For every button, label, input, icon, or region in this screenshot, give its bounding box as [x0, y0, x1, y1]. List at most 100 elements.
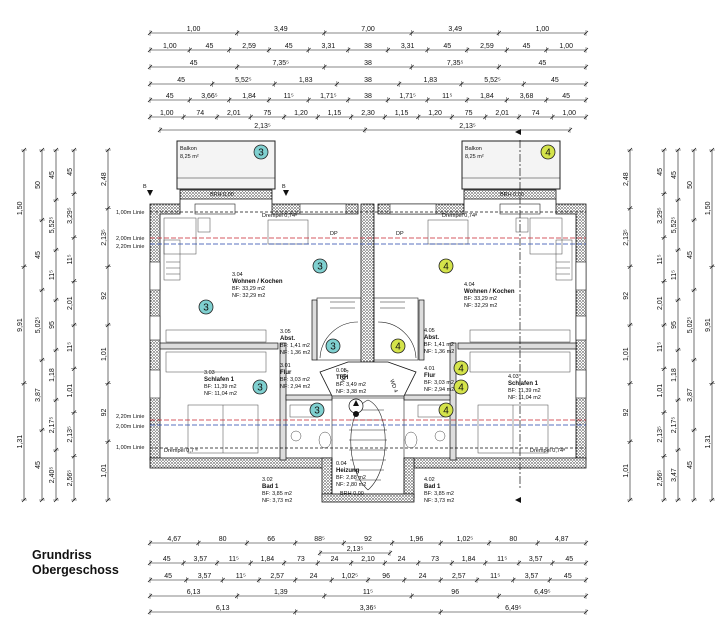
dim-right-3-0: 50: [687, 181, 694, 189]
room-id: 4.05: [424, 328, 435, 334]
dim-right-0-5: 1,01: [623, 464, 630, 478]
section-b-left: B: [143, 184, 147, 190]
room-name: Wohnen / Kochen: [464, 289, 515, 295]
dim-left-3-3: 2,01: [67, 296, 74, 310]
balcony-left-area: 8,25 m²: [180, 154, 199, 160]
dim-left-2-0: 45: [49, 171, 56, 179]
dim-top-6-1: 2,13⁵: [459, 123, 476, 130]
dim-top-1-3: 45: [285, 43, 293, 50]
svg-text:3: 3: [330, 342, 336, 353]
room-bf: BF: 11,39 m2: [204, 384, 237, 390]
dim-left-4-4: 92: [101, 409, 108, 417]
dim-left-4-5: 1,01: [101, 464, 108, 478]
dim-bottom-3-6: 96: [382, 573, 390, 580]
room-nf: NF: 3,38 m2: [336, 389, 366, 395]
dim-top-0-1: 3,49: [274, 26, 288, 33]
room-bf: BF: 3,85 m2: [424, 491, 454, 497]
dim-top-3-3: 38: [364, 77, 372, 84]
dim-right-4-0: 1,50: [705, 201, 712, 215]
dim-top-2-2: 38: [364, 60, 372, 67]
party-wall: [360, 203, 375, 365]
unit-3-badge-0: 3: [253, 144, 269, 160]
dim-left-4-3: 1,01: [101, 347, 108, 361]
dim-right-4-1: 9,91: [705, 318, 712, 332]
balcony-right-area: 8,25 m²: [465, 154, 484, 160]
dim-bottom-0-5: 1,96: [410, 536, 424, 543]
room-bf: BF: 33,29 m2: [464, 296, 497, 302]
dim-top-1-2: 2,59: [242, 43, 256, 50]
dim-left-2-2: 11⁵: [49, 270, 56, 280]
dim-top-1-5: 38: [364, 43, 372, 50]
drempel-top-right: Drempel 0,74ª: [442, 212, 478, 219]
dim-left-1-1: 45: [35, 251, 42, 259]
dp-right: DP: [396, 231, 404, 237]
dim-left-3-4: 11⁵: [67, 342, 74, 352]
svg-text:3: 3: [257, 383, 263, 394]
unit-3-badge-5: 3: [309, 402, 325, 418]
dim-right-3-1: 45: [687, 251, 694, 259]
dim-top-5-2: 2,01: [227, 110, 241, 117]
room-id: 4.02: [424, 477, 435, 483]
dim-top-0-3: 3,49: [448, 26, 462, 33]
brh-bottom: BRH 0,00: [340, 491, 364, 497]
room-id: 3.01: [280, 363, 291, 369]
room-nf: NF: 3,73 m2: [424, 498, 454, 504]
dim-right-2-3: 95: [671, 321, 678, 329]
building-plan: [147, 129, 587, 503]
dim-left-1-2: 5,02⁵: [35, 317, 42, 334]
dim-top-4-4: 1,71⁵: [320, 93, 337, 100]
dim-bottom-4-3: 96: [451, 589, 459, 596]
dim-bottom-2-0: 45: [163, 556, 171, 563]
dim-top-5-10: 2,01: [495, 110, 509, 117]
room-id: 3.02: [262, 477, 273, 483]
dim-bottom-2-8: 73: [431, 556, 439, 563]
line-100-left: 1,00m Linie: [116, 210, 144, 216]
dim-top-4-10: 45: [562, 93, 570, 100]
dim-left-3-5: 1,01: [67, 384, 74, 398]
room-nf: NF: 2,80 m2: [336, 482, 366, 488]
dim-left-2-1: 5,52⁵: [49, 217, 56, 234]
dim-bottom-2-3: 1,84: [261, 556, 275, 563]
dim-top-0-4: 1,00: [536, 26, 550, 33]
dim-bottom-5-2: 6,49⁵: [505, 605, 522, 612]
dim-bottom-4-4: 6,49⁵: [534, 589, 551, 596]
dim-bottom-5-0: 6,13: [216, 605, 230, 612]
dim-top-3-5: 5,52⁵: [484, 77, 501, 84]
wd4-label: WD 4: [388, 379, 398, 394]
svg-text:4: 4: [443, 262, 449, 273]
dim-top-1-6: 3,31: [401, 43, 415, 50]
room-name: Schlafen 1: [508, 381, 539, 387]
room-id: 3.04: [232, 272, 243, 278]
dp-left: DP: [330, 231, 338, 237]
dim-left-1-0: 50: [35, 181, 42, 189]
dim-left-4-1: 2,13⁵: [101, 229, 108, 246]
dim-top-2-0: 45: [190, 60, 198, 67]
dim-bottom-2-7: 24: [398, 556, 406, 563]
dim-right-3-2: 5,02⁵: [687, 317, 694, 334]
room-id: 4.01: [424, 366, 435, 372]
line-220-left: 2,20m Linie: [116, 244, 144, 250]
dim-left-2-4: 1,18: [49, 368, 56, 382]
room-id: 4.03: [508, 374, 519, 380]
dim-top-5-6: 2,30: [361, 110, 375, 117]
unit-4-badge-3: 4: [453, 360, 469, 376]
unit-4-badge-1: 4: [438, 258, 454, 274]
dim-bottom-0-6: 1,02⁵: [457, 536, 474, 543]
line-200-left-2: 2,00m Linie: [116, 424, 144, 430]
dim-right-0-3: 1,01: [623, 347, 630, 361]
room-id: 0.05: [336, 368, 347, 374]
dim-top-4-2: 1,84: [242, 93, 256, 100]
dim-bottom-2-2: 11⁵: [229, 556, 239, 563]
dim-bottom-2-6: 2,10: [361, 556, 375, 563]
dim-bottom-3-4: 24: [310, 573, 318, 580]
dim-top-5-0: 1,00: [160, 110, 174, 117]
unit-4-badge-2: 4: [390, 338, 406, 354]
dim-top-2-4: 45: [539, 60, 547, 67]
room-bf: BF: 3,03 m2: [280, 377, 310, 383]
